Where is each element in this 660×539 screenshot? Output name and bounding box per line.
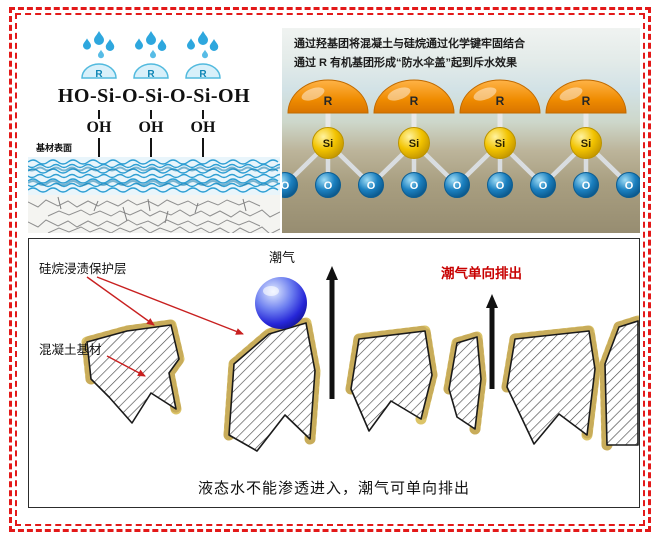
si-atom-label: Si (409, 138, 419, 150)
oh-group-label: OH (138, 119, 164, 136)
si-oh-bond (98, 110, 100, 119)
bond-caption-line1: 通过羟基团将混凝土与硅烷通过化学键牢固结合 (294, 38, 525, 50)
one-way-discharge-label: 潮气单向排出 (441, 266, 522, 281)
moisture-droplet-ball (255, 277, 307, 329)
r-group-label: R (496, 94, 505, 108)
o-atom-label: O (625, 180, 634, 192)
rain-droplets-icon (83, 31, 218, 58)
bottom-caption: 液态水不能渗透进入，潮气可单向排出 (197, 480, 470, 497)
moisture-diagram-graphic (81, 266, 639, 452)
r-umbrella-label: R (147, 69, 155, 80)
si-atom-label: Si (495, 138, 505, 150)
si-atoms: Si Si Si Si (312, 127, 602, 159)
r-dome-icons: R R R R (287, 79, 627, 114)
o-atom-label: O (539, 180, 548, 192)
r-group-label: R (582, 94, 591, 108)
substrate-surface-label: 基材表面 (34, 141, 75, 154)
si-atom-label: Si (323, 138, 333, 150)
r-umbrella-label: R (95, 69, 103, 80)
oh-group-label: OH (86, 119, 112, 136)
o-atom-label: O (496, 180, 505, 192)
oh-group-label: OH (190, 119, 216, 136)
inner-dashed-frame (15, 13, 645, 526)
panel-silanol-structure: R R R HO-Si-O-Si-O-Si-OH OH OH OH 基材表面 (28, 28, 280, 233)
si-atom-label: Si (581, 138, 591, 150)
outer-dashed-frame (9, 7, 651, 532)
concrete-substrate-shape (86, 320, 639, 452)
bond-caption: 通过羟基团将混凝土与硅烷通过化学键牢固结合 通过 R 有机基团形成“防水伞盖”起… (294, 35, 525, 74)
molecule-graphic: R R R R Si Si Si Si (282, 79, 640, 198)
o-atom-label: O (282, 180, 290, 192)
o-atom-label: O (453, 180, 462, 192)
si-oh-bond (150, 110, 152, 119)
silanol-formula: HO-Si-O-Si-O-Si-OH (57, 85, 251, 107)
dome-stems (325, 113, 589, 138)
droplets-umbrellas-graphic: R R R (81, 28, 221, 80)
r-umbrella-label: R (199, 69, 207, 80)
oh-surface-bond (202, 138, 204, 160)
coating-pointer-lines (86, 276, 244, 377)
o-atom-label: O (410, 180, 419, 192)
substrate-texture-graphic (28, 157, 280, 233)
coating-layer-label: 硅烷浸渍保护层 (39, 262, 127, 276)
concrete-substrate-label: 混凝土基材 (39, 343, 102, 357)
panel-molecular-bond: 通过羟基团将混凝土与硅烷通过化学键牢固结合 通过 R 有机基团形成“防水伞盖”起… (282, 28, 640, 233)
r-group-label: R (410, 94, 419, 108)
umbrella-icons: R R R (81, 63, 221, 80)
o-atom-label: O (582, 180, 591, 192)
panel-moisture-diagram: 硅烷浸渍保护层 潮气 潮气单向排出 混凝土基材 液态水不能渗透进入，潮气可单向排… (28, 238, 640, 508)
o-atoms: O O O O O O O O O (282, 172, 640, 198)
oh-surface-bond (98, 138, 100, 160)
oh-surface-bond (150, 138, 152, 160)
si-oh-bond (202, 110, 204, 119)
bond-caption-line2: 通过 R 有机基团形成“防水伞盖”起到斥水效果 (294, 57, 518, 70)
r-group-label: R (324, 94, 333, 108)
o-atom-label: O (367, 180, 376, 192)
moisture-label: 潮气 (269, 250, 296, 265)
o-atom-label: O (324, 180, 333, 192)
